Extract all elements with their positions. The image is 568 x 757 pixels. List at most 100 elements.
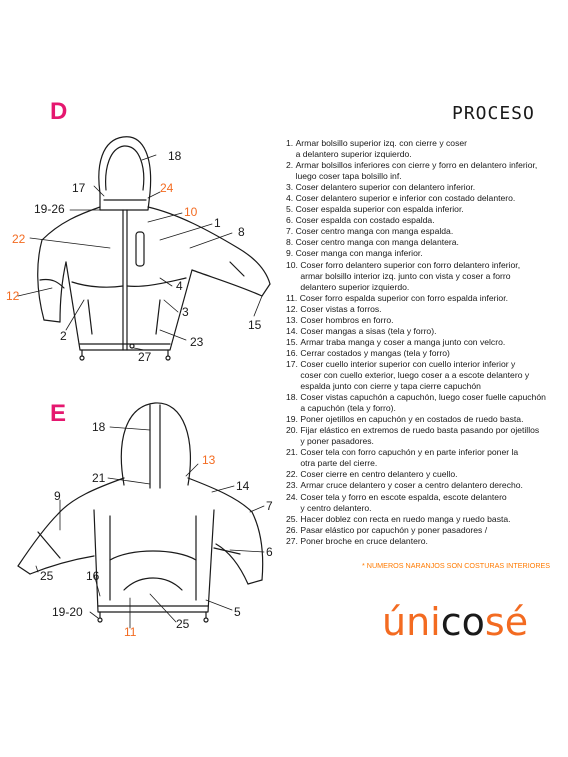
step-text: Coser manga con manga inferior.: [295, 248, 423, 259]
label-d-10: 10: [184, 205, 198, 219]
step-text: Hacer doblez con recta en ruedo manga y …: [300, 513, 511, 524]
process-step: 5. Coser espalda superior con espalda in…: [286, 204, 554, 215]
label-d-15: 15: [248, 318, 262, 332]
label-e-18: 18: [92, 420, 106, 434]
label-d-19-26: 19-26: [34, 202, 65, 216]
step-text: Pasar elástico por capuchón y poner pasa…: [300, 524, 488, 535]
process-step: 10. Coser forro delantero superior con f…: [286, 260, 554, 293]
step-number: 19.: [286, 414, 301, 425]
step-number: 21.: [286, 447, 301, 458]
process-step: 6. Coser espalda con costado espalda.: [286, 215, 554, 226]
process-step: 7. Coser centro manga con manga espalda.: [286, 226, 554, 237]
label-d-24: 24: [160, 181, 174, 195]
process-step: 16. Cerrar costados y mangas (tela y for…: [286, 348, 554, 359]
step-number: 5.: [286, 204, 296, 215]
process-step: 1. Armar bolsillo superior izq. con cier…: [286, 138, 554, 160]
label-e-25-bottom: 25: [176, 617, 190, 631]
label-e-13: 13: [202, 453, 216, 467]
process-step: 4. Coser delantero superior e inferior c…: [286, 193, 554, 204]
label-d-17: 17: [72, 181, 86, 195]
step-number: 22.: [286, 469, 301, 480]
step-number: 8.: [286, 237, 296, 248]
step-number: 13.: [286, 314, 301, 325]
step-text: Coser delantero superior e inferior con …: [295, 193, 516, 204]
step-number: 7.: [286, 226, 296, 237]
label-e-11: 11: [124, 625, 137, 639]
step-text: Coser centro manga con manga espalda.: [295, 226, 454, 237]
step-number: 23.: [286, 480, 301, 491]
step-text: Coser mangas a sisas (tela y forro).: [300, 325, 437, 336]
step-text: Armar bolsillos inferiores con cierre y …: [295, 160, 538, 182]
step-text: Armar traba manga y coser a manga junto …: [300, 336, 506, 347]
step-number: 6.: [286, 215, 296, 226]
brand-logo: únicosé: [382, 600, 529, 644]
process-step: 24. Coser tela y forro en escote espalda…: [286, 492, 554, 514]
label-e-19-20: 19-20: [52, 605, 83, 619]
jacket-back-drawing: [17, 402, 264, 623]
label-d-27: 27: [138, 350, 152, 364]
step-text: Poner ojetillos en capuchón y en costado…: [300, 414, 524, 425]
process-step: 14. Coser mangas a sisas (tela y forro).: [286, 326, 554, 337]
step-number: 27.: [286, 535, 301, 546]
process-step: 22. Coser cierre en centro delantero y c…: [286, 469, 554, 480]
step-text: Armar cruce delantero y coser a centro d…: [300, 480, 523, 491]
process-step: 8. Coser centro manga con manga delanter…: [286, 237, 554, 248]
process-step: 3. Coser delantero superior con delanter…: [286, 182, 554, 193]
step-text: Armar bolsillo superior izq. con cierre …: [295, 138, 468, 160]
step-number: 18.: [286, 392, 301, 403]
step-number: 20.: [286, 425, 301, 436]
label-e-14: 14: [236, 479, 250, 493]
step-number: 26.: [286, 524, 301, 535]
process-steps-list: 1. Armar bolsillo superior izq. con cier…: [286, 138, 554, 547]
label-e-21: 21: [92, 471, 106, 485]
label-e-6: 6: [266, 545, 273, 559]
process-step: 2. Armar bolsillos inferiores con cierre…: [286, 160, 554, 182]
process-step: 23. Armar cruce delantero y coser a cent…: [286, 480, 554, 491]
process-step: 19. Poner ojetillos en capuchón y en cos…: [286, 414, 554, 425]
step-number: 12.: [286, 303, 301, 314]
process-step: 15. Armar traba manga y coser a manga ju…: [286, 337, 554, 348]
step-text: Coser forro espalda superior con forro e…: [299, 292, 508, 303]
label-d-8: 8: [238, 225, 245, 239]
label-d-2: 2: [60, 329, 67, 343]
step-text: Coser vistas a forros.: [300, 303, 382, 314]
step-number: 1.: [286, 138, 296, 148]
label-d-1: 1: [214, 216, 221, 230]
label-d-22: 22: [12, 232, 26, 246]
step-text: Cerrar costados y mangas (tela y forro): [300, 347, 450, 358]
step-text: Coser cuello interior superior con cuell…: [300, 358, 530, 392]
label-d-18: 18: [168, 149, 182, 163]
step-text: Coser forro delantero superior con forro…: [300, 259, 521, 292]
step-text: Poner broche en cruce delantero.: [300, 535, 428, 546]
label-d-23: 23: [190, 335, 204, 349]
step-text: Coser hombros en forro.: [300, 314, 394, 325]
step-text: Coser espalda superior con espalda infer…: [295, 204, 464, 215]
step-number: 3.: [286, 182, 296, 193]
step-number: 10.: [286, 259, 301, 270]
proceso-title: PROCESO: [452, 103, 535, 124]
label-e-9: 9: [54, 489, 61, 503]
process-step: 12. Coser vistas a forros.: [286, 304, 554, 315]
step-number: 17.: [286, 358, 301, 369]
step-number: 16.: [286, 347, 301, 358]
diagram-e-letter: E: [50, 400, 67, 427]
step-number: 25.: [286, 513, 301, 524]
step-text: Coser tela y forro en escote espalda, es…: [300, 491, 507, 513]
step-text: Coser tela con forro capuchón y en parte…: [300, 447, 519, 469]
step-text: Coser delantero superior con delantero i…: [295, 182, 476, 193]
label-e-16: 16: [86, 569, 100, 583]
label-e-5: 5: [234, 605, 241, 619]
process-step: 9. Coser manga con manga inferior.: [286, 248, 554, 259]
orange-numbers-note: * NUMEROS NARANJOS SON COSTURAS INTERIOR…: [362, 561, 551, 570]
step-number: 14.: [286, 325, 301, 336]
process-step: 13. Coser hombros en forro.: [286, 315, 554, 326]
jacket-front-drawing: [37, 136, 271, 361]
step-number: 4.: [286, 193, 296, 204]
process-step: 20. Fijar elástico en extremos de ruedo …: [286, 425, 554, 447]
label-d-3: 3: [182, 305, 189, 319]
step-text: Coser espalda con costado espalda.: [295, 215, 435, 226]
label-e-25-left: 25: [40, 569, 54, 583]
step-number: 11.: [286, 292, 300, 303]
process-step: 26. Pasar elástico por capuchón y poner …: [286, 525, 554, 536]
